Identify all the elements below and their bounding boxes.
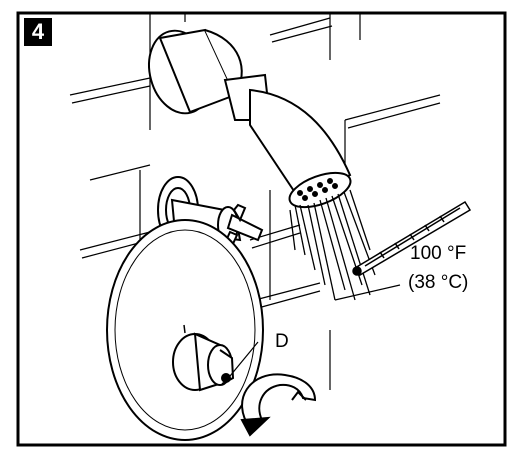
callout-label-d: D [275,331,289,352]
shower-head [148,28,352,209]
temperature-celsius-label: (38 °C) [408,272,469,293]
callout-leader-d [229,341,259,377]
thermometer [352,200,472,276]
rotation-arrow [240,373,317,437]
temperature-fahrenheit-label: 100 °F [410,243,467,264]
valve-trim-plate [106,219,264,441]
step-number-badge: 4 [24,18,52,46]
